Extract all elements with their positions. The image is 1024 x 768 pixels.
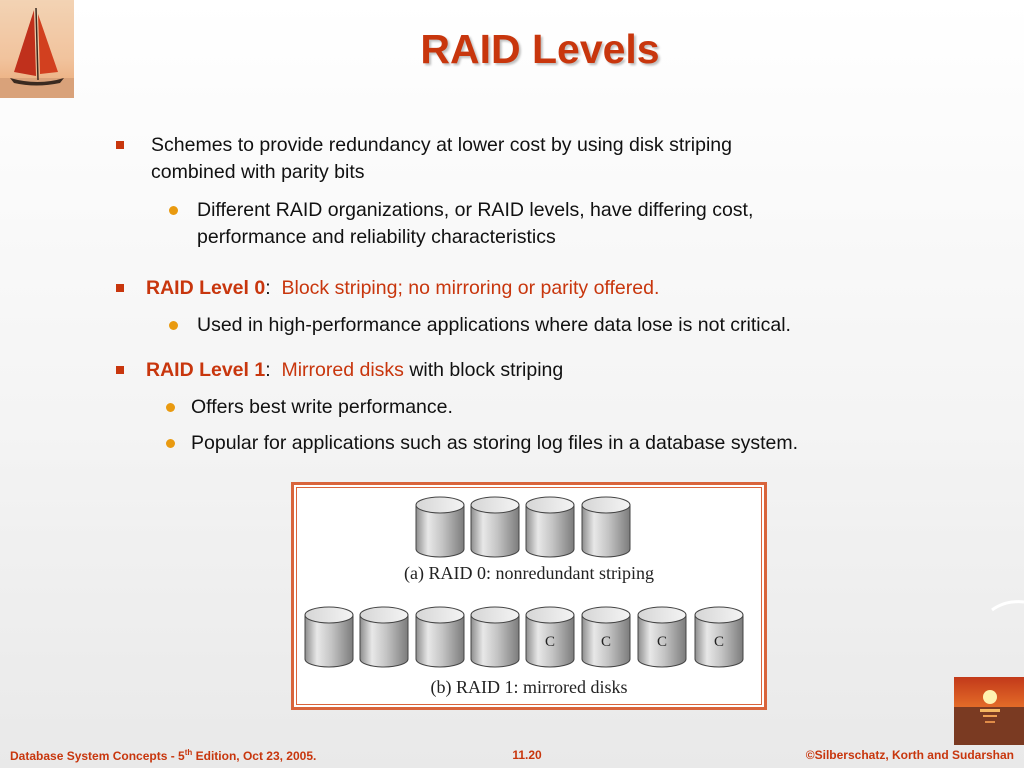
figure-caption-a: (a) RAID 0: nonredundant striping (404, 563, 654, 583)
copy-label: C (601, 634, 611, 650)
disk-icon (415, 606, 465, 668)
footer-source-suffix: Edition, Oct 23, 2005. (192, 749, 317, 763)
separator: : (265, 277, 271, 299)
footer-source-prefix: Database System Concepts - 5 (10, 749, 185, 763)
dot-bullet-icon (169, 321, 178, 330)
dot-bullet-icon (166, 403, 175, 412)
bullet-2-line: RAID Level 0: Block striping; no mirrori… (146, 275, 659, 302)
sunset-logo (954, 677, 1024, 745)
slide-title: RAID Levels (420, 26, 660, 72)
bullet-3-sub-1: Offers best write performance. (191, 396, 453, 418)
bullet-1-line-1: Schemes to provide redundancy at lower c… (151, 134, 732, 156)
bullet-1-line-2: combined with parity bits (151, 161, 365, 183)
disk-icon (525, 496, 575, 558)
disk-icon (470, 496, 520, 558)
footer-source-sup: th (184, 748, 193, 757)
dot-bullet-icon (169, 206, 178, 215)
sailboat-logo (0, 0, 74, 98)
raid-disk-diagram: C C C C (304, 496, 744, 668)
swoosh-decoration-icon (991, 600, 1024, 612)
bullet-1-sub-line-2: performance and reliability characterist… (197, 226, 556, 248)
bullet-2-sub: Used in high-performance applications wh… (197, 314, 791, 336)
raid-figure-inner-border (296, 487, 762, 705)
footer-source: Database System Concepts - 5th Edition, … (10, 748, 316, 763)
disk-icon (304, 606, 354, 668)
raid-level-1-label: RAID Level 1 (146, 359, 266, 381)
footer-page-number: 11.20 (512, 748, 542, 762)
square-bullet-icon (116, 284, 124, 292)
disk-icon (581, 496, 631, 558)
disk-icon (470, 606, 520, 668)
separator: : (265, 359, 271, 381)
bullet-1-sub-line-1: Different RAID organizations, or RAID le… (197, 199, 754, 221)
raid-level-1-description: Mirrored disks (281, 359, 404, 381)
raid-level-0-label: RAID Level 0 (146, 277, 266, 299)
copy-label: C (714, 634, 724, 650)
dot-bullet-icon (166, 439, 175, 448)
disk-icon (359, 606, 409, 668)
bullet-3-sub-2: Popular for applications such as storing… (191, 432, 798, 454)
bullet-3-line: RAID Level 1: Mirrored disks with block … (146, 357, 563, 384)
footer-copyright: ©Silberschatz, Korth and Sudarshan (805, 748, 1014, 762)
raid-level-1-rest: with block striping (403, 359, 564, 381)
disk-icon (415, 496, 465, 558)
square-bullet-icon (116, 141, 124, 149)
square-bullet-icon (116, 366, 124, 374)
raid-level-0-description: Block striping; no mirroring or parity o… (281, 277, 660, 299)
figure-caption-b: (b) RAID 1: mirrored disks (430, 677, 628, 697)
copy-label: C (657, 634, 667, 650)
copy-label: C (545, 634, 555, 650)
